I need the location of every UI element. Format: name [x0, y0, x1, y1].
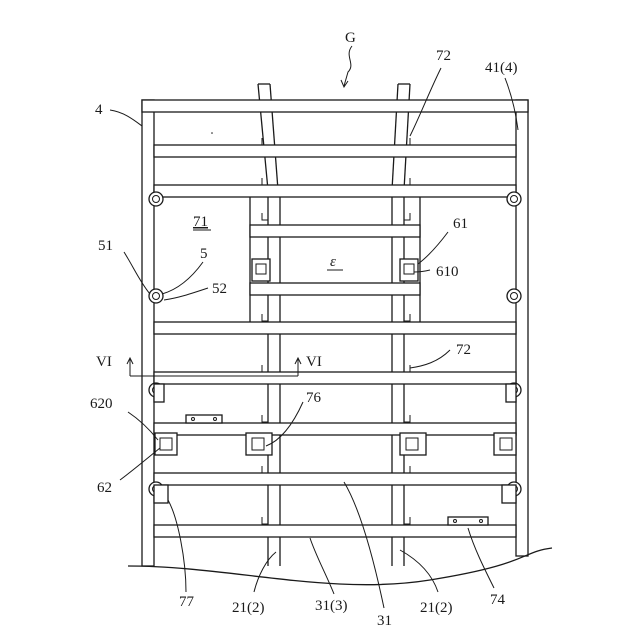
plate-610 — [400, 259, 418, 281]
plate-620 — [155, 433, 177, 455]
beam-3 — [154, 185, 516, 197]
label-31-3: 31(3) — [315, 598, 348, 614]
label-52: 52 — [212, 281, 227, 297]
label-74: 74 — [490, 592, 506, 608]
beam-6 — [154, 423, 516, 435]
label-62: 62 — [97, 480, 112, 496]
label-77: 77 — [179, 594, 195, 610]
bracket-right-3 — [506, 384, 516, 402]
plate-right-outer — [494, 433, 516, 455]
label-61: 61 — [453, 216, 468, 232]
label-epsilon: ε — [330, 254, 336, 270]
clamp-right-2 — [507, 289, 521, 303]
label-21-2-left: 21(2) — [232, 600, 265, 616]
clamp-left-2 — [149, 289, 163, 303]
speck — [211, 132, 213, 134]
label-vi-right: VI — [306, 354, 322, 370]
label-31: 31 — [377, 613, 392, 629]
label-72-top: 72 — [436, 48, 451, 64]
label-21-2-right: 21(2) — [420, 600, 453, 616]
beam-top — [142, 100, 528, 112]
clamp-left-1 — [149, 192, 163, 206]
bracket-right-4 — [502, 485, 516, 503]
label-g: G — [345, 30, 356, 46]
label-4: 4 — [95, 102, 103, 118]
label-610: 610 — [436, 264, 459, 280]
label-71: 71 — [193, 214, 208, 230]
label-51: 51 — [98, 238, 113, 254]
beam-2 — [154, 145, 516, 157]
beam-5 — [154, 372, 516, 384]
plate-inner-left — [252, 259, 270, 281]
bracket-left-3 — [154, 384, 164, 402]
label-5: 5 — [200, 246, 208, 262]
plate-76 — [246, 433, 272, 455]
bracket-77 — [154, 485, 168, 503]
left-post — [142, 100, 154, 566]
label-76: 76 — [306, 390, 322, 406]
ground-line — [128, 548, 552, 585]
beam-7 — [154, 473, 516, 485]
label-vi-left: VI — [96, 354, 112, 370]
beam-4 — [154, 322, 516, 334]
label-620: 620 — [90, 396, 113, 412]
mount-plate-74 — [448, 517, 488, 525]
mount-plate-upper — [186, 415, 222, 423]
label-41-4: 41(4) — [485, 60, 518, 76]
plate-right-inner — [400, 433, 426, 455]
inner-post-overlay — [268, 197, 404, 225]
label-72-mid: 72 — [456, 342, 471, 358]
beam-bottom — [154, 525, 516, 537]
clamp-right-1 — [507, 192, 521, 206]
